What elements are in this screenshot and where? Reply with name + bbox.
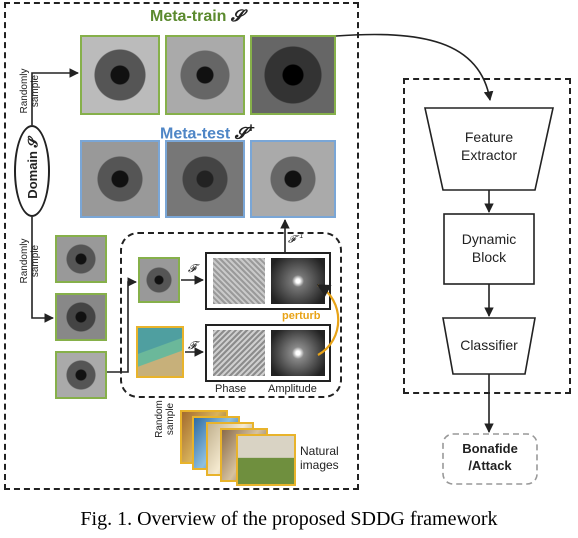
sampled-eye-2 [55,293,107,341]
feature-extractor-shape [424,107,554,191]
fourier-box [120,232,342,398]
meta-train-symbol: 𝓢 [230,8,244,25]
right-panel [403,78,571,394]
perturb-label: perturb [282,310,321,322]
top-phase-image [213,258,265,304]
meta-train-eye-1 [80,35,160,115]
fourier-eye [138,257,180,303]
meta-test-eye-1 [80,140,160,218]
perturb-arc [316,284,340,356]
feature-extractor-label: Feature Extractor [460,129,517,163]
fourier-natural-image [136,326,184,378]
domain-ellipse [14,125,50,217]
classifier-shape [442,317,536,375]
meta-train-eye-2 [165,35,245,115]
output-label: Bonafide /Attack [462,441,518,473]
bottom-phase-image [213,330,265,376]
dynamic-block-label: Dynamic Block [461,231,517,265]
classifier-label: Classifier [460,337,518,353]
meta-test-title: Meta-test 𝓢+ [160,120,255,143]
dynamic-block-shape [443,213,535,285]
fourier-symbol-bottom: 𝓕 [188,340,197,352]
meta-train-title: Meta-train 𝓢 [150,8,244,25]
inverse-fourier-sup: −1 [295,233,304,240]
fourier-symbol-top: 𝓕 [188,263,197,275]
meta-train-eye-3 [250,35,336,115]
top-spectrum-block [205,252,331,310]
bottom-amplitude-image [271,330,325,376]
inverse-fourier-label: 𝓕−1 [288,233,304,246]
figure-caption: Fig. 1. Overview of the proposed SDDG fr… [80,508,498,530]
meta-test-eye-2 [165,140,245,218]
sampled-eye-3 [55,351,107,399]
meta-test-symbol: 𝓢 [234,125,248,143]
bottom-spectrum-block [205,324,331,382]
output-box [442,433,538,485]
natural-images-label: Natural images [300,444,339,472]
meta-test-eye-3 [250,140,336,218]
top-amplitude-image [271,258,325,304]
phase-label: Phase [215,383,247,395]
sampled-eye-1 [55,235,107,283]
amplitude-label: Amplitude [268,383,317,395]
meta-test-sup: + [247,120,255,135]
natural-image-5 [236,434,296,486]
left-panel [4,2,359,490]
